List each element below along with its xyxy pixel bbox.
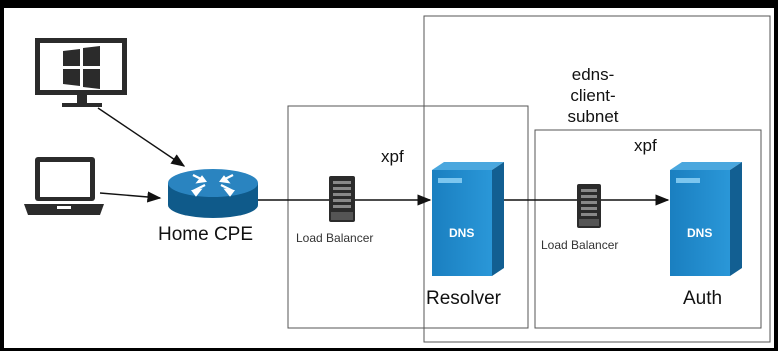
router-icon (168, 169, 258, 218)
resolver-label: Resolver (426, 288, 501, 309)
auth-label: Auth (683, 288, 723, 309)
ecs-label: edns- client- subnet (548, 64, 638, 127)
dns-auth-text: DNS (687, 226, 713, 240)
ecs-label-line-1: edns- (571, 65, 615, 84)
xpf-label: xpf (381, 147, 404, 166)
laptop-to-router-arrow (99, 191, 162, 203)
load-balancer-label: Load Balancer (296, 231, 374, 245)
ecs-label-line-2: client- (570, 86, 616, 105)
home-cpe-label: Home CPE (158, 224, 254, 245)
resolver-zone-box (287, 105, 529, 329)
diagram-background (4, 8, 774, 348)
auth-zone-box (534, 129, 762, 329)
dns-server-icon (432, 162, 504, 276)
dns-server-icon-2 (670, 162, 742, 276)
server-icon (329, 176, 355, 222)
dns-resolver-text: DNS (449, 226, 475, 240)
ecs-zone-box (423, 15, 771, 343)
server-icon-2 (577, 184, 601, 228)
desktop-to-router-arrow (97, 107, 186, 167)
xpf-label-2: xpf (634, 136, 657, 155)
ecs-label-line-3: subnet (567, 107, 619, 126)
laptop-icon (24, 157, 104, 215)
windows-desktop-icon (35, 38, 127, 107)
load-balancer-label-2: Load Balancer (541, 238, 619, 252)
